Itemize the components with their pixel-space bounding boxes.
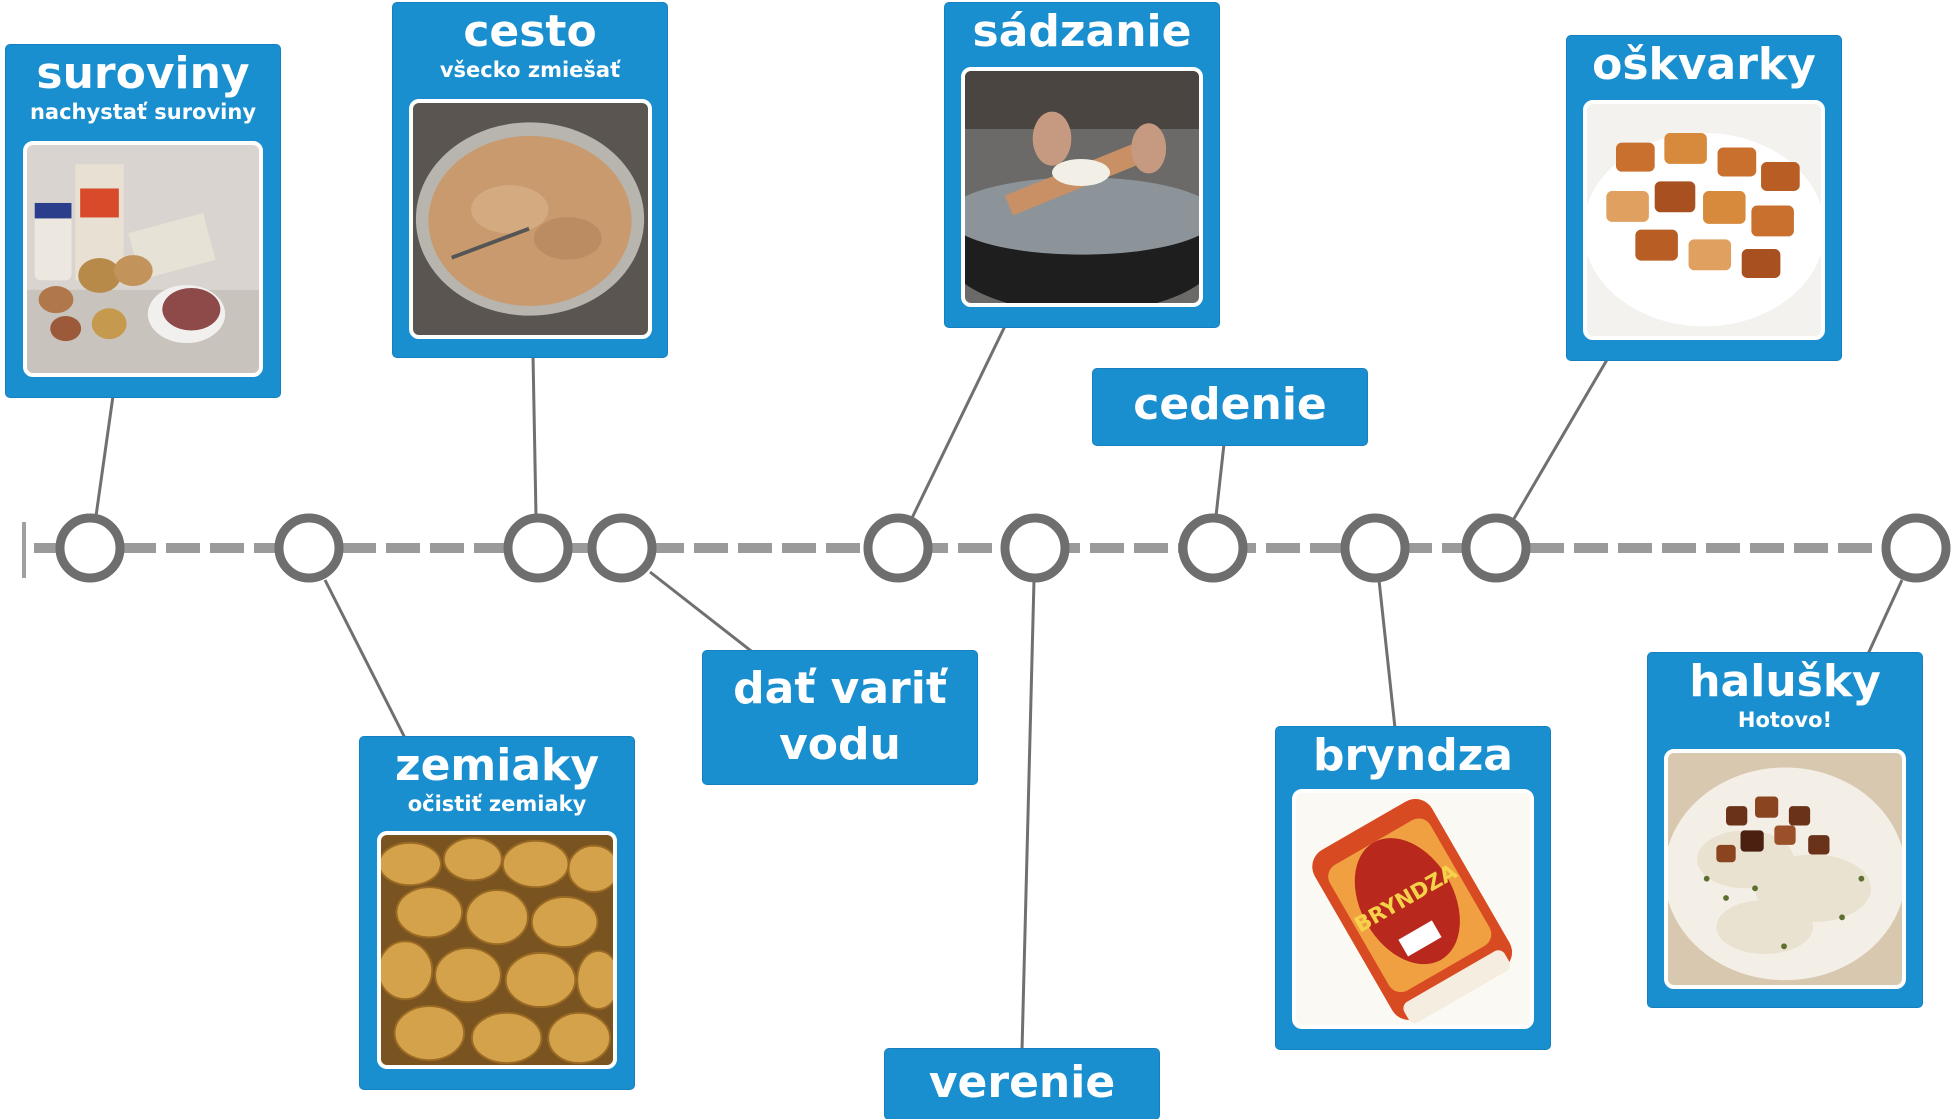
connector-dat-varit: [649, 570, 756, 656]
step-title: cedenie: [1133, 379, 1327, 430]
step-title: bryndza: [1313, 730, 1513, 781]
timeline-node-sadzanie: [863, 513, 933, 583]
timeline-node-zemiaky: [274, 513, 344, 583]
timeline-node-cesto: [503, 513, 573, 583]
step-card-cedenie: cedenie: [1093, 369, 1367, 445]
step-card-oskvarky: oškvarky: [1567, 36, 1841, 360]
step-card-sadzanie: sádzanie: [945, 3, 1219, 327]
step-card-dat-varit-vodu: dať variť vodu: [703, 651, 977, 784]
step-title: sádzanie: [972, 6, 1192, 57]
ingredients-photo: [23, 141, 263, 377]
timeline-node-bryndza: [1340, 513, 1410, 583]
step-card-zemiaky: zemiaky očistiť zemiaky: [360, 737, 634, 1089]
timeline-node-suroviny: [55, 513, 125, 583]
step-title: verenie: [928, 1057, 1116, 1108]
step-title: halušky: [1689, 656, 1881, 707]
bryndza-package-photo: BRYNDZA: [1292, 789, 1534, 1029]
step-subtitle: Hotovo!: [1737, 708, 1833, 732]
potatoes-photo: [377, 831, 617, 1069]
connector-halusky: [1866, 579, 1904, 655]
step-card-cesto: cesto všecko zmiešať: [393, 3, 667, 357]
step-title: suroviny: [36, 48, 250, 99]
timeline-node-verenie: [1000, 513, 1070, 583]
connector-cedenie: [1214, 443, 1226, 517]
connector-oskvarky: [1510, 357, 1610, 523]
connector-cesto: [531, 354, 538, 517]
step-subtitle: nachystať suroviny: [29, 100, 257, 124]
step-title-line1: dať variť: [733, 663, 947, 714]
step-card-suroviny: suroviny nachystať suroviny: [6, 45, 280, 397]
connector-bryndza: [1377, 579, 1397, 729]
timeline-node-cedenie: [1178, 513, 1248, 583]
step-title: oškvarky: [1592, 39, 1816, 90]
step-subtitle: očistiť zemiaky: [407, 792, 587, 816]
cracklings-photo: [1583, 100, 1825, 340]
step-card-halusky: halušky Hotovo!: [1648, 653, 1922, 1007]
grating-dough-photo: [961, 67, 1203, 307]
connector-zemiaky: [323, 579, 407, 739]
step-title: zemiaky: [394, 740, 599, 791]
step-title-line2: vodu: [779, 719, 901, 770]
step-card-verenie: verenie: [885, 1049, 1159, 1119]
step-card-bryndza: bryndza BRYNDZA: [1276, 727, 1550, 1049]
connector-suroviny: [94, 395, 115, 517]
step-subtitle: všecko zmiešať: [439, 58, 621, 82]
step-title: cesto: [463, 6, 597, 57]
connector-verenie: [1020, 579, 1036, 1051]
timeline-node-dat-varit: [587, 513, 657, 583]
timeline-node-halusky: [1881, 513, 1951, 583]
connector-sadzanie: [910, 325, 1007, 519]
halusky-dish-photo: [1664, 749, 1906, 989]
timeline-node-oskvarky: [1461, 513, 1531, 583]
dough-photo: [409, 99, 652, 339]
